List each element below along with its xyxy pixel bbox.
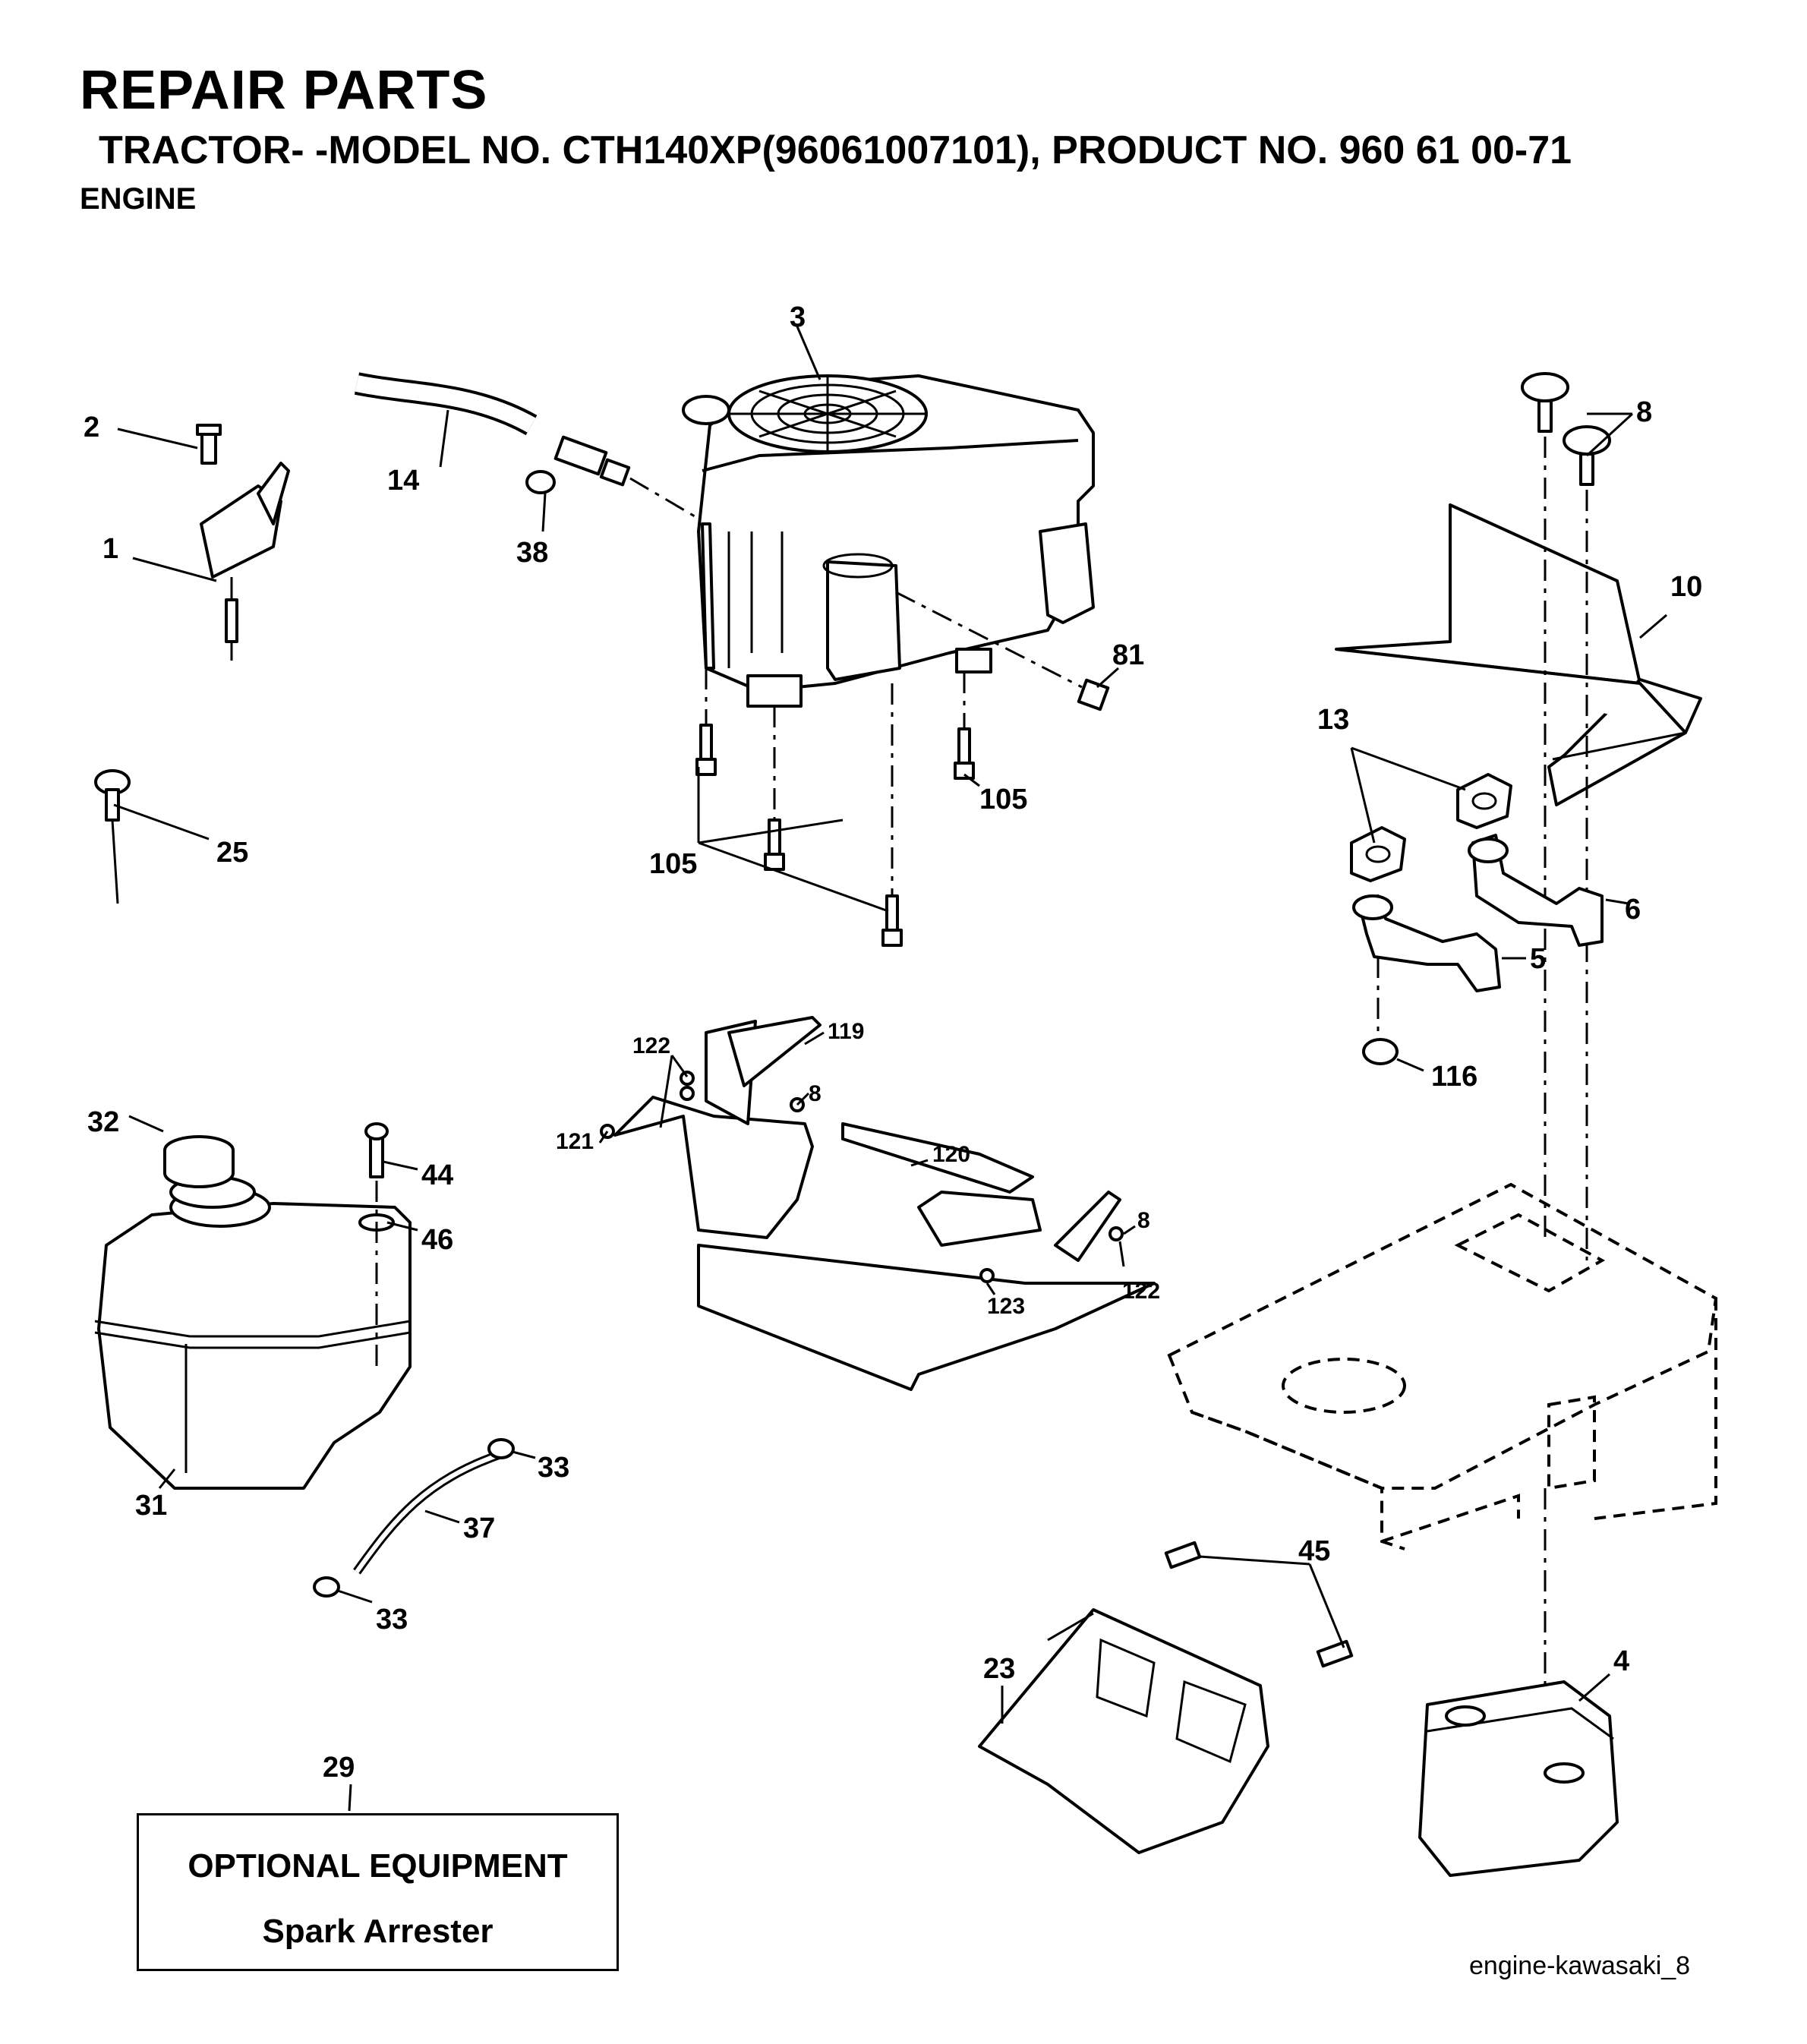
muffler-guard-drawing bbox=[978, 1541, 1354, 1854]
optional-equipment-item: Spark Arrester bbox=[262, 1913, 494, 1950]
exhaust-pipes-drawing bbox=[1350, 773, 1604, 1065]
part-label-13: 13 bbox=[1317, 704, 1349, 736]
engine-drawing bbox=[682, 374, 1095, 708]
part-label-44: 44 bbox=[421, 1159, 453, 1191]
part-label-23: 23 bbox=[983, 1653, 1015, 1685]
optional-equipment-box: OPTIONAL EQUIPMENT Spark Arrester bbox=[137, 1813, 619, 1971]
part-label-3: 3 bbox=[790, 301, 806, 333]
page-title: REPAIR PARTS bbox=[80, 60, 488, 121]
part-label-32: 32 bbox=[87, 1106, 119, 1138]
part-label-122-bottom: 122 bbox=[1122, 1279, 1160, 1304]
section-title: ENGINE bbox=[80, 182, 197, 216]
part-label-14: 14 bbox=[387, 465, 419, 497]
part-label-105-left: 105 bbox=[649, 848, 697, 880]
part-label-116: 116 bbox=[1431, 1061, 1477, 1093]
part-label-33-top: 33 bbox=[538, 1452, 569, 1484]
file-tag: engine-kawasaki_8 bbox=[1469, 1951, 1691, 1980]
fuel-line-drawing bbox=[354, 372, 695, 518]
frame-outline-drawing bbox=[1167, 1182, 1718, 1550]
part-label-10: 10 bbox=[1670, 571, 1702, 603]
part-label-8-right: 8 bbox=[1137, 1208, 1150, 1233]
fuel-hose-drawing bbox=[313, 1438, 515, 1598]
part-label-81: 81 bbox=[1112, 639, 1144, 671]
heat-shield-drawing bbox=[1335, 503, 1702, 806]
part-label-121: 121 bbox=[556, 1129, 594, 1154]
part-label-46: 46 bbox=[421, 1224, 453, 1256]
part-label-8: 8 bbox=[1636, 396, 1652, 428]
shield-bolts-drawing bbox=[1521, 372, 1611, 1260]
part-label-37: 37 bbox=[463, 1512, 495, 1544]
throttle-control-drawing bbox=[196, 424, 290, 661]
muffler-drawing bbox=[1418, 1488, 1619, 1877]
part-label-122-top: 122 bbox=[632, 1033, 670, 1058]
part-label-1: 1 bbox=[102, 533, 118, 565]
part-label-31: 31 bbox=[135, 1490, 167, 1522]
part-label-25: 25 bbox=[216, 837, 248, 869]
choke-control-drawing bbox=[94, 769, 131, 904]
part-labels: 2 1 3 14 38 81 8 10 13 6 5 116 25 105 10… bbox=[84, 301, 1702, 1784]
part-label-8-bracket: 8 bbox=[809, 1081, 822, 1106]
part-label-120: 120 bbox=[932, 1142, 970, 1167]
optional-equipment-title: OPTIONAL EQUIPMENT bbox=[188, 1847, 568, 1885]
part-label-105-right: 105 bbox=[979, 784, 1027, 815]
part-label-4: 4 bbox=[1613, 1645, 1629, 1677]
page-subtitle: TRACTOR- -MODEL NO. CTH140XP(96061007101… bbox=[99, 128, 1572, 172]
part-label-6: 6 bbox=[1625, 894, 1641, 926]
part-label-2: 2 bbox=[84, 412, 99, 443]
part-label-33-bottom: 33 bbox=[376, 1604, 408, 1636]
part-label-29: 29 bbox=[323, 1752, 355, 1784]
part-label-45: 45 bbox=[1298, 1535, 1330, 1567]
part-label-119: 119 bbox=[828, 1019, 864, 1044]
leader-lines bbox=[113, 326, 1667, 1812]
part-label-123: 123 bbox=[987, 1294, 1025, 1319]
engine-bracket-drawing bbox=[600, 1016, 1156, 1391]
part-label-5: 5 bbox=[1530, 943, 1546, 975]
engine-bolts-drawing bbox=[695, 591, 1110, 947]
part-label-38: 38 bbox=[516, 537, 548, 569]
fuel-tank-drawing bbox=[94, 1122, 412, 1490]
